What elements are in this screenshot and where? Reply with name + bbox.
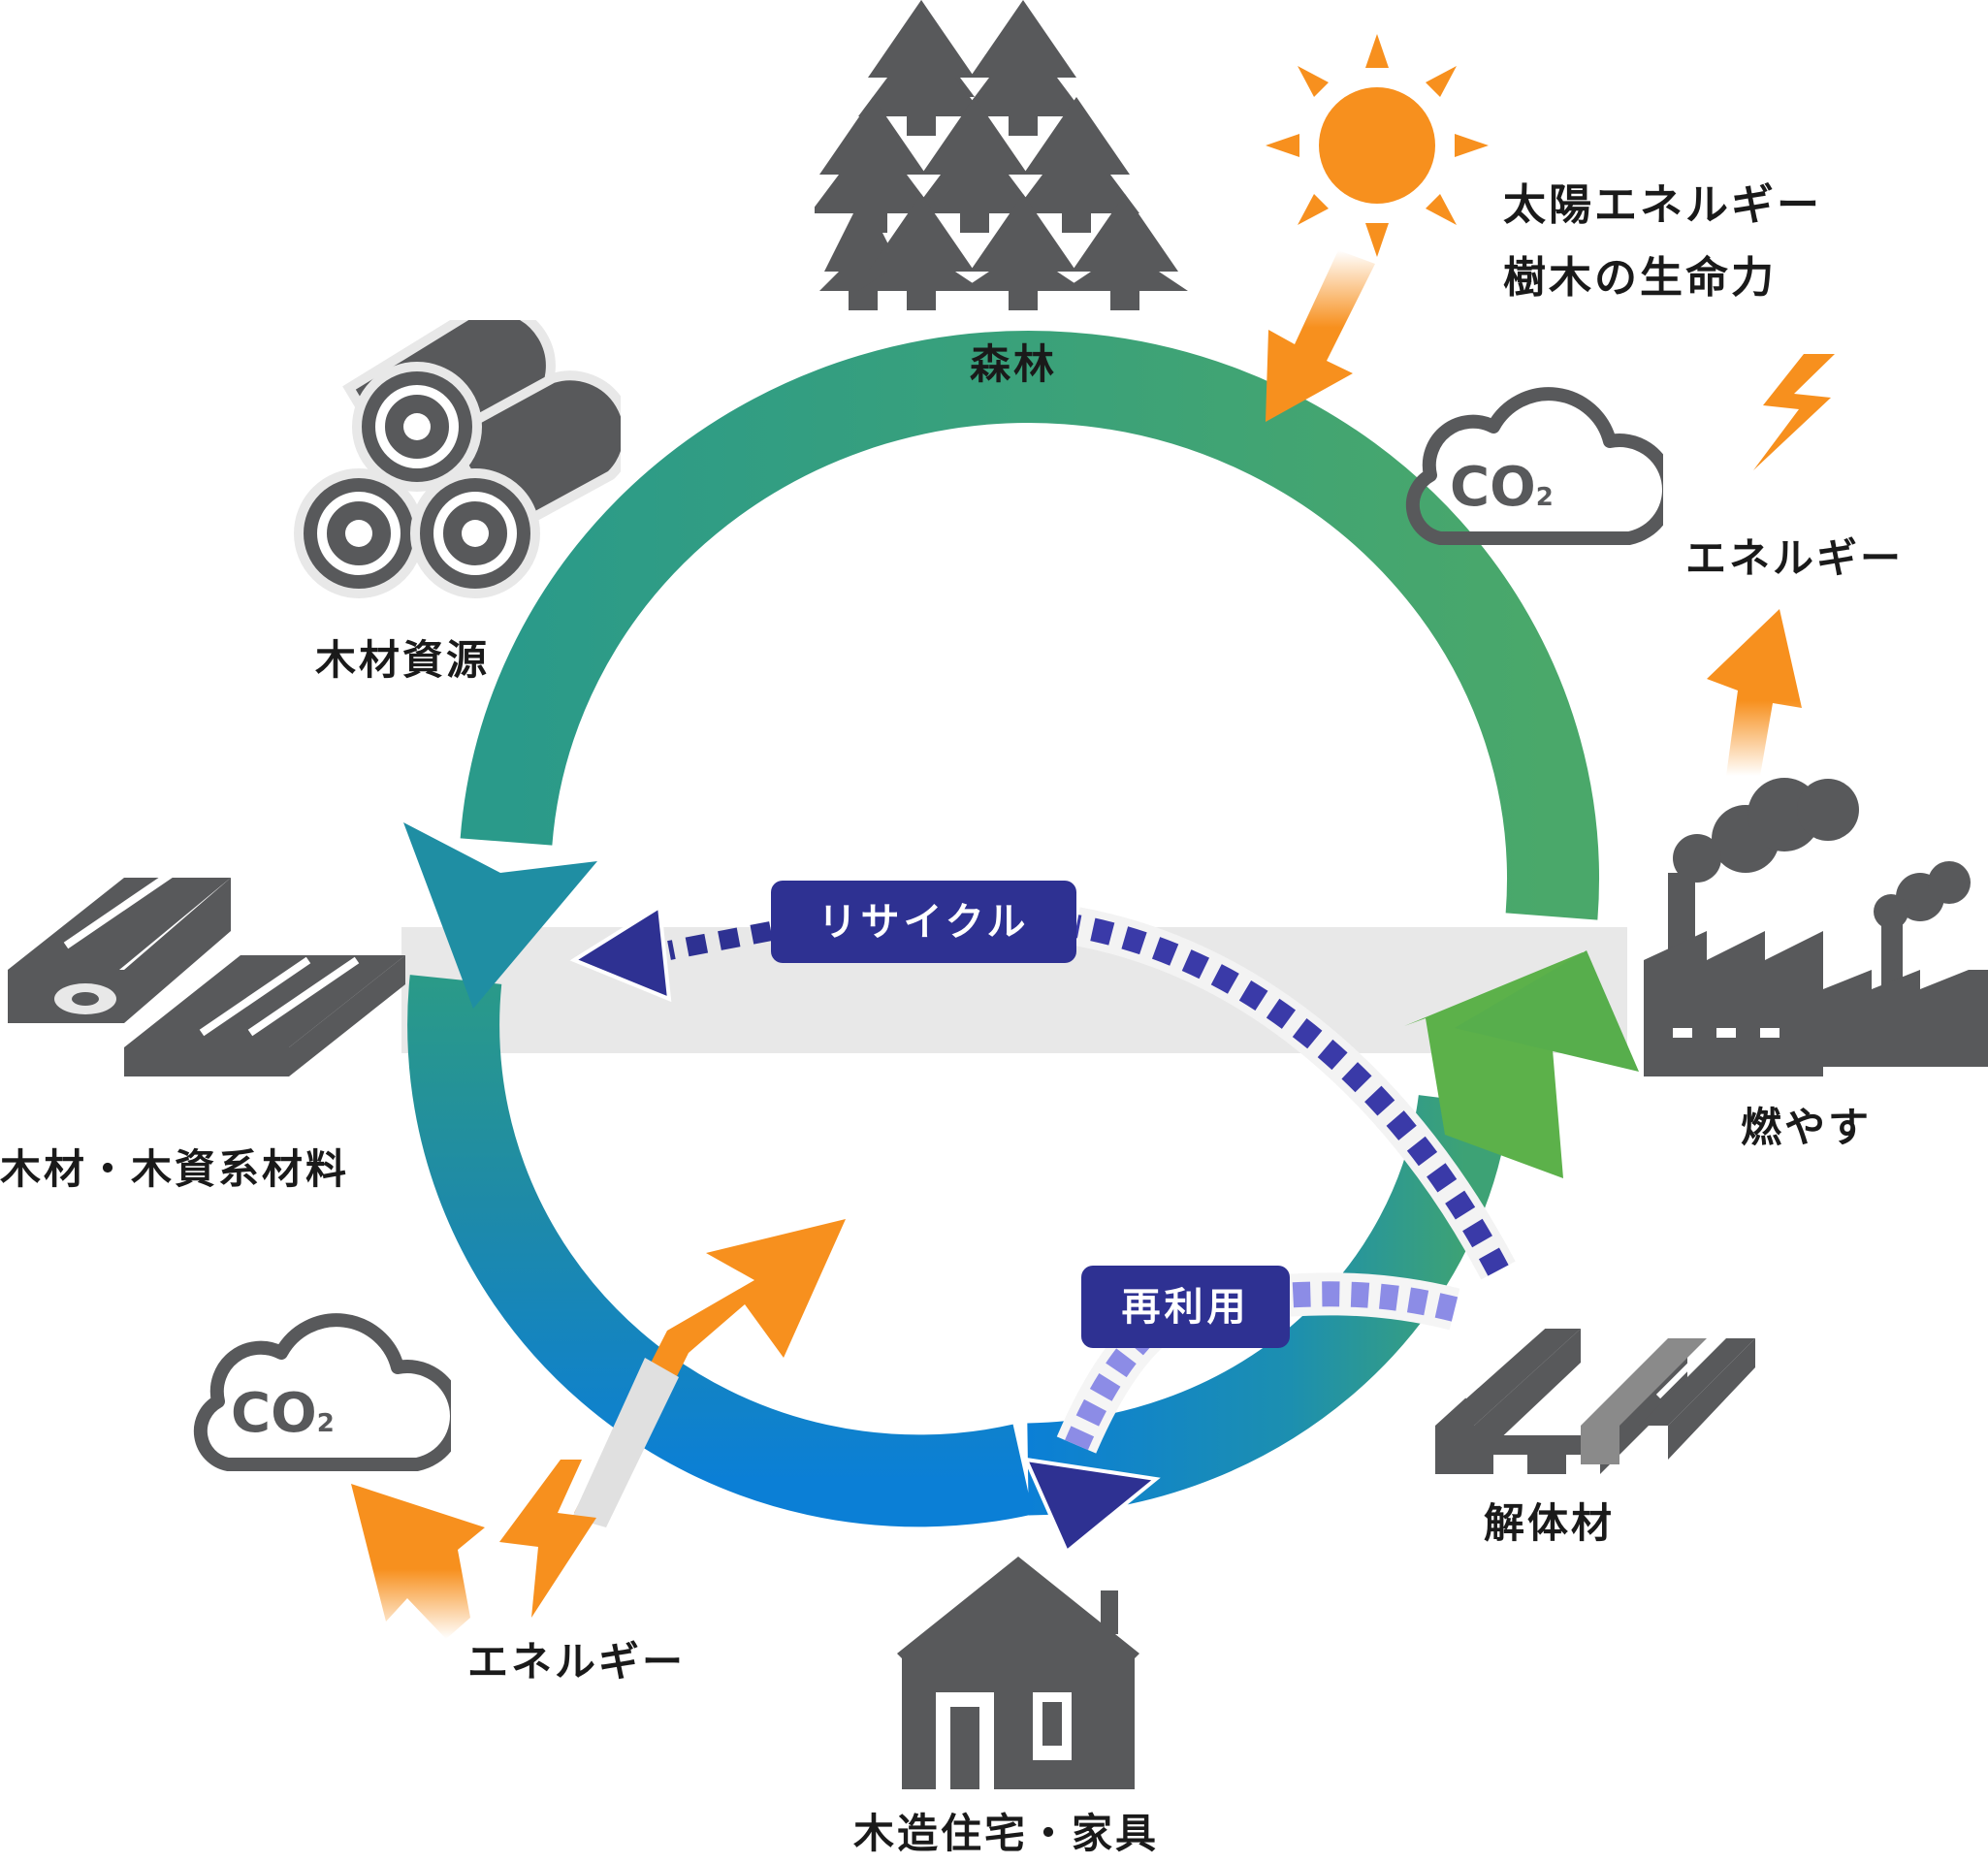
forest-icon (815, 0, 1188, 310)
co2-release-arrow (351, 1484, 485, 1639)
recycle-pill: リサイクル (771, 881, 1076, 963)
factory-icon (1644, 778, 1988, 1076)
cycle-arc-top (460, 331, 1599, 920)
reuse-pill: 再利用 (1081, 1266, 1290, 1348)
energy-up-arrow-right (1707, 609, 1802, 776)
label-demolition: 解体材 (1484, 1499, 1616, 1547)
demolition-wood-icon (1435, 1316, 1755, 1474)
lumber-icon (8, 878, 405, 1076)
recycle-arrowhead (569, 903, 672, 1003)
label-energy-right: エネルギー (1685, 534, 1905, 582)
recycle-dash-line-left (667, 921, 773, 960)
house-icon (897, 1557, 1139, 1789)
co2-subscript: 2 (1535, 483, 1554, 512)
co2-label: CO (1450, 456, 1536, 519)
logs-icon (294, 320, 621, 598)
co2-label: CO (231, 1382, 317, 1445)
label-sun-energy: 太陽エネルギー (1503, 180, 1822, 230)
cycle-arrowhead-right-tip (1455, 950, 1639, 1072)
reuse-arrowhead (1022, 1457, 1161, 1556)
label-wood-resource: 木材資源 (315, 636, 491, 684)
co2-text-top: CO2 (1450, 461, 1554, 515)
sun-ray-arrow (1266, 250, 1375, 422)
label-forest: 森林 (970, 340, 1058, 388)
lightning-icon (499, 1460, 596, 1618)
energy-arrow-bottom-long-fade (572, 1358, 679, 1527)
label-energy-bottom: エネルギー (467, 1638, 687, 1686)
sun-icon (1266, 34, 1489, 257)
label-tree-vitality: 樹木の生命力 (1503, 253, 1777, 303)
label-burn: 燃やす (1741, 1104, 1873, 1151)
label-wood-materials: 木材・木資系材料 (0, 1145, 350, 1193)
cycle-arrowhead-left (403, 822, 597, 1009)
energy-arrow-bottom-long (574, 1219, 846, 1525)
co2-text-bottom: CO2 (231, 1387, 335, 1441)
label-house-furniture: 木造住宅・家具 (853, 1810, 1160, 1857)
cycle-arc-left (407, 975, 1034, 1527)
co2-cloud-icon (1405, 387, 1663, 545)
co2-cloud-icon (193, 1313, 451, 1471)
co2-subscript: 2 (316, 1409, 335, 1438)
lightning-icon (1753, 354, 1835, 470)
recycle-dash-line-inner (1074, 915, 1509, 1276)
